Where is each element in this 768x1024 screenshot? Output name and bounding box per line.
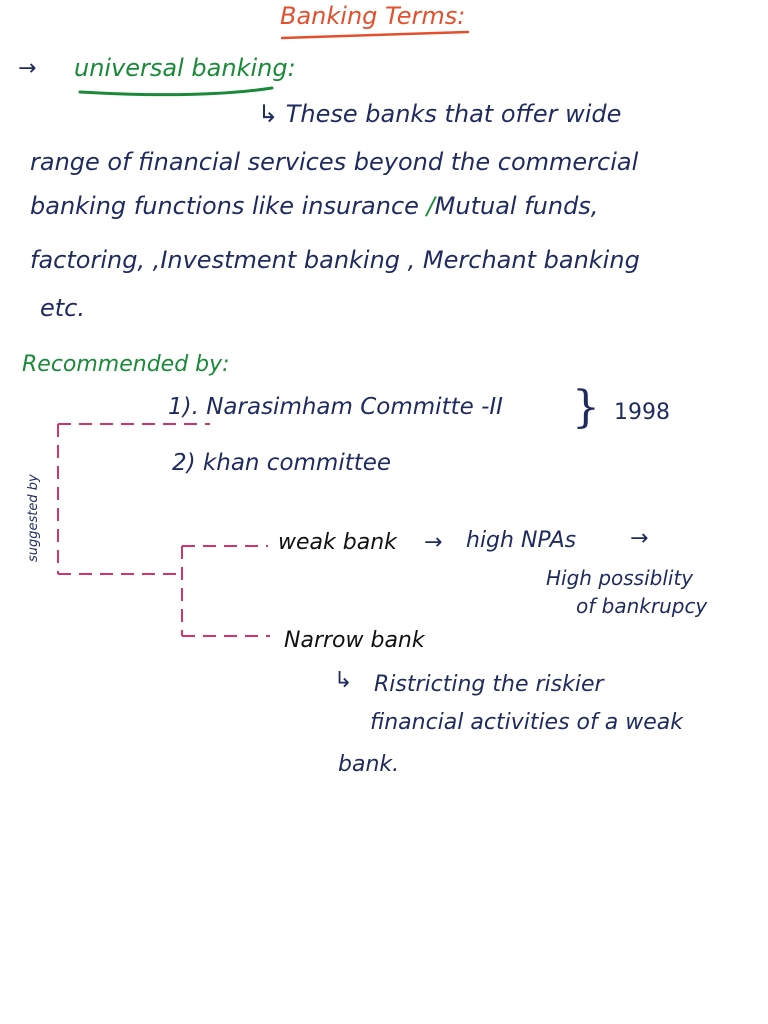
bankruptcy-line-2: of bankrupcy — [576, 594, 708, 618]
narrow-bank-def-line-3: bank. — [338, 752, 400, 777]
description-line-5: etc. — [40, 294, 85, 322]
sub-arrow-icon: ↳ — [334, 668, 353, 693]
tree-dashed-lines — [57, 423, 270, 637]
suggested-by-label: suggested by — [26, 474, 41, 562]
narrow-bank-def-line-1: Ristricting the riskier — [374, 672, 604, 697]
description-line-1: ↳ These banks that offer wide — [258, 100, 622, 128]
brace-mark: } — [572, 382, 600, 433]
bullet-arrow-icon: → — [18, 56, 37, 81]
arrow-right-icon: → — [630, 526, 649, 551]
description-line-3-prefix: banking functions like insurance — [30, 192, 427, 220]
description-line-4: factoring, ,Investment banking , Merchan… — [30, 246, 640, 274]
recommended-by-label: Recommended by: — [22, 352, 230, 377]
heading-underline — [78, 86, 274, 97]
description-green-mark: / — [426, 192, 435, 220]
page-title: Banking Terms: — [280, 2, 466, 30]
high-npa-text: high NPAs — [466, 528, 577, 553]
bankruptcy-line-1: High possiblity — [546, 566, 694, 590]
title-underline — [280, 30, 470, 40]
weak-bank-label: weak bank — [278, 530, 397, 555]
description-line-2: range of financial services beyond the c… — [30, 148, 639, 176]
narrow-bank-label: Narrow bank — [284, 628, 425, 653]
narrow-bank-def-line-2: financial activities of a weak — [370, 710, 683, 735]
description-line-3: banking functions like insurance /Mutual… — [30, 192, 598, 220]
committee-year: 1998 — [614, 400, 670, 425]
arrow-right-icon: → — [424, 530, 443, 555]
committee-item-1: 1). Narasimham Committe -II — [168, 394, 503, 420]
committee-item-2: 2) khan committee — [172, 450, 392, 476]
section-heading: universal banking: — [74, 54, 296, 82]
description-line-3-suffix: Mutual funds, — [434, 192, 599, 220]
